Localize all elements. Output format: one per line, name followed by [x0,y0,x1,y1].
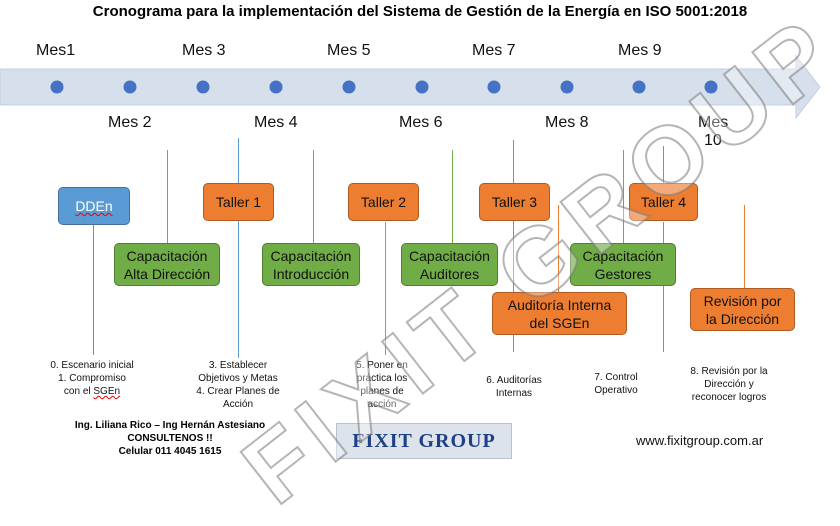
box-line-2: Alta Dirección [123,265,211,282]
timeline-dot-7 [487,80,501,94]
credits-block: Ing. Liliana Rico – Ing Hernán Astesiano… [60,419,280,458]
box-capacitacion-auditores: Capacitación Auditores [401,243,498,286]
box-line-1: Revisión por [703,292,782,309]
connector-line [744,205,745,290]
box-line-2: Gestores [594,265,652,282]
timeline-dot-9 [632,80,646,94]
connector-line [167,150,168,247]
box-revision-direccion: Revisión por la Dirección [690,288,795,331]
note-line: reconocer logros [691,392,767,403]
month-label-9: Mes 9 [618,42,662,59]
box-dden: DDEn [58,187,130,225]
month-label-8: Mes 8 [545,114,589,131]
note-line: Acción [222,399,253,410]
timeline-arrow [0,54,821,120]
note-line: 5. Poner en [356,360,408,371]
note-line: 0. Escenario inicial [50,360,134,371]
note-line: 7. Control [594,372,638,383]
month-label-7: Mes 7 [472,42,516,59]
connector-line [238,138,239,358]
diagram-title: Cronograma para la implementación del Si… [92,3,748,20]
connector-line [663,146,664,186]
note-line: Dirección y [704,379,754,390]
timeline-dot-8 [560,80,574,94]
note-poner-en-practica: 5. Poner en práctica los planes de acció… [342,359,422,411]
box-line-1: Capacitación [582,247,664,264]
note-line: práctica los [356,373,408,384]
note-revision-logros: 8. Revisión por la Dirección y reconocer… [676,365,782,404]
note-line: Operativo [594,385,638,396]
note-line: planes de [360,386,404,397]
box-line-1: Capacitación [409,247,490,264]
month-label-3: Mes 3 [182,42,226,59]
note-line: 8. Revisión por la [690,366,768,377]
note-line: 6. Auditorías [486,375,542,386]
connector-line [385,222,386,355]
connector-line [663,222,664,352]
connector-line [623,150,624,247]
box-taller-4: Taller 4 [629,183,698,221]
month-label-10-line1: Mes [698,114,729,131]
box-line-1: Auditoría Interna [507,296,612,313]
note-escenario-compromiso: 0. Escenario inicial 1. Compromiso con e… [36,359,148,398]
box-taller-3: Taller 3 [479,183,550,221]
box-auditoria-interna: Auditoría Interna del SGEn [492,292,627,335]
box-line-1: Capacitación [126,247,208,264]
month-label-6: Mes 6 [399,114,443,131]
month-label-2: Mes 2 [108,114,152,131]
box-line-2: Auditores [419,265,480,282]
box-dden-label: DDEn [75,198,113,214]
note-line: 3. Establecer [208,360,268,371]
timeline-dot-10 [704,80,718,94]
note-line: Internas [495,388,533,399]
month-label-10: Mes 10 [698,114,728,150]
box-taller-2: Taller 2 [348,183,419,221]
note-line: 1. Compromiso [58,373,126,384]
credits-phone: Celular 011 4045 1615 [118,446,222,457]
box-capacitacion-introduccion: Capacitación Introducción [262,243,360,286]
connector-line [93,222,94,355]
timeline-dot-4 [269,80,283,94]
note-line: Objetivos y Metas [198,373,278,384]
timeline-dot-6 [415,80,429,94]
website-url: www.fixitgroup.com.ar [636,433,764,448]
box-capacitacion-alta-direccion: Capacitación Alta Dirección [114,243,220,286]
box-line-2: la Dirección [705,310,780,327]
connector-line [452,150,453,247]
note-objetivos-planes: 3. Establecer Objetivos y Metas 4. Crear… [184,359,292,411]
note-text: SGEn [93,386,121,397]
timeline-dot-1 [50,80,64,94]
credits-names: Ing. Liliana Rico – Ing Hernán Astesiano [74,420,266,431]
timeline-dot-3 [196,80,210,94]
note-auditorias: 6. Auditorías Internas [470,374,558,400]
connector-line [558,205,559,295]
month-label-10-line2: 10 [704,132,722,149]
box-capacitacion-gestores: Capacitación Gestores [570,243,676,286]
box-taller-1: Taller 1 [203,183,274,221]
box-line-1: Capacitación [270,247,352,264]
timeline-dot-5 [342,80,356,94]
month-label-1: Mes1 [36,42,76,59]
fixit-group-logo: FIXIT GROUP [336,423,512,459]
box-line-2: del SGEn [529,314,590,331]
month-label-5: Mes 5 [327,42,371,59]
note-line: con el SGEn [36,385,148,398]
note-control-operativo: 7. Control Operativo [576,371,656,397]
month-label-4: Mes 4 [254,114,298,131]
credits-cta: CONSULTENOS !! [127,433,213,444]
note-line: acción [367,399,397,410]
box-line-2: Introducción [272,265,350,282]
connector-line [313,150,314,247]
connector-line [513,140,514,352]
note-line: 4. Crear Planes de [196,386,280,397]
timeline-dot-2 [123,80,137,94]
note-text: con el [63,386,94,397]
